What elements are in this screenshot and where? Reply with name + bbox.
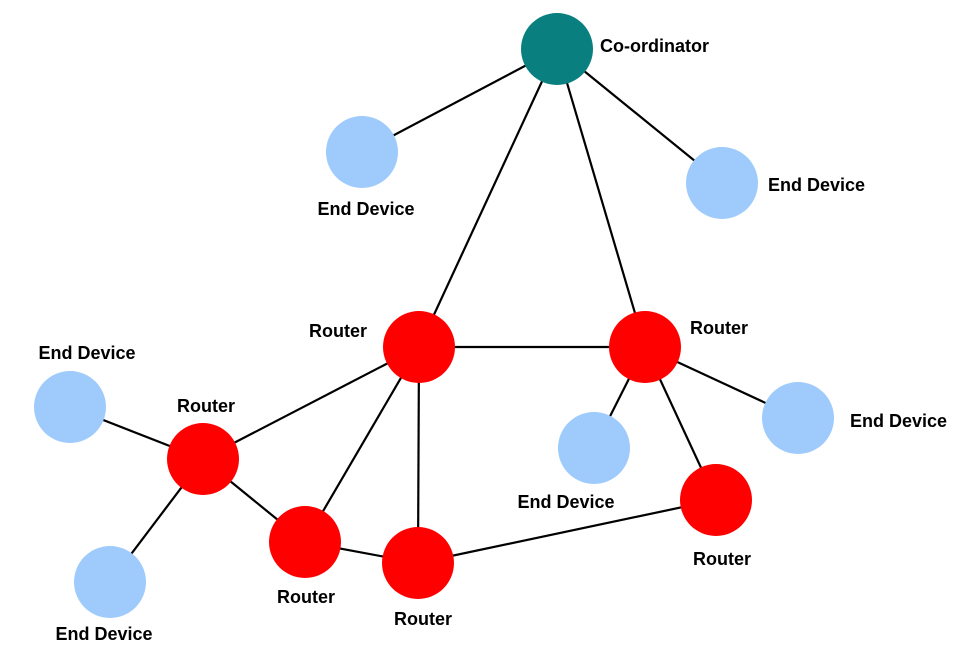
router-label-2: Router <box>690 318 748 338</box>
router-label-1: Router <box>309 321 367 341</box>
router-node-3 <box>167 423 239 495</box>
router-node-1 <box>383 311 455 383</box>
router-node-5 <box>382 527 454 599</box>
end-device-node-4 <box>762 382 834 454</box>
end-device-label-6: End Device <box>55 624 152 644</box>
edge-coordinator-router-2 <box>555 48 647 348</box>
edge-router-1-router-4 <box>304 346 420 543</box>
end-device-node-1 <box>326 116 398 188</box>
router-node-2 <box>609 311 681 383</box>
end-device-node-5 <box>34 371 106 443</box>
router-label-6: Router <box>693 549 751 569</box>
end-device-node-6 <box>74 546 146 618</box>
router-label-3: Router <box>177 396 235 416</box>
edge-router-1-router-3 <box>202 346 420 460</box>
edge-router-1-router-5 <box>416 346 421 564</box>
end-device-label-4: End Device <box>850 411 947 431</box>
end-device-label-2: End Device <box>768 175 865 195</box>
end-device-label-1: End Device <box>317 199 414 219</box>
edge-coordinator-router-1 <box>418 48 558 348</box>
edge-coordinator-enddevice-1 <box>361 48 558 153</box>
end-device-label-3: End Device <box>517 492 614 512</box>
end-device-node-3 <box>558 412 630 484</box>
coordinator-label: Co-ordinator <box>600 36 709 56</box>
labels: Co-ordinator End Device End Device End D… <box>38 36 947 644</box>
edge-router-6-router-5 <box>417 498 717 565</box>
nodes <box>34 13 834 618</box>
router-label-5: Router <box>394 609 452 629</box>
router-label-4: Router <box>277 587 335 607</box>
router-node-4 <box>269 506 341 578</box>
coordinator-node <box>521 13 593 85</box>
end-device-node-2 <box>686 147 758 219</box>
end-device-label-5: End Device <box>38 343 135 363</box>
router-node-6 <box>680 464 752 536</box>
